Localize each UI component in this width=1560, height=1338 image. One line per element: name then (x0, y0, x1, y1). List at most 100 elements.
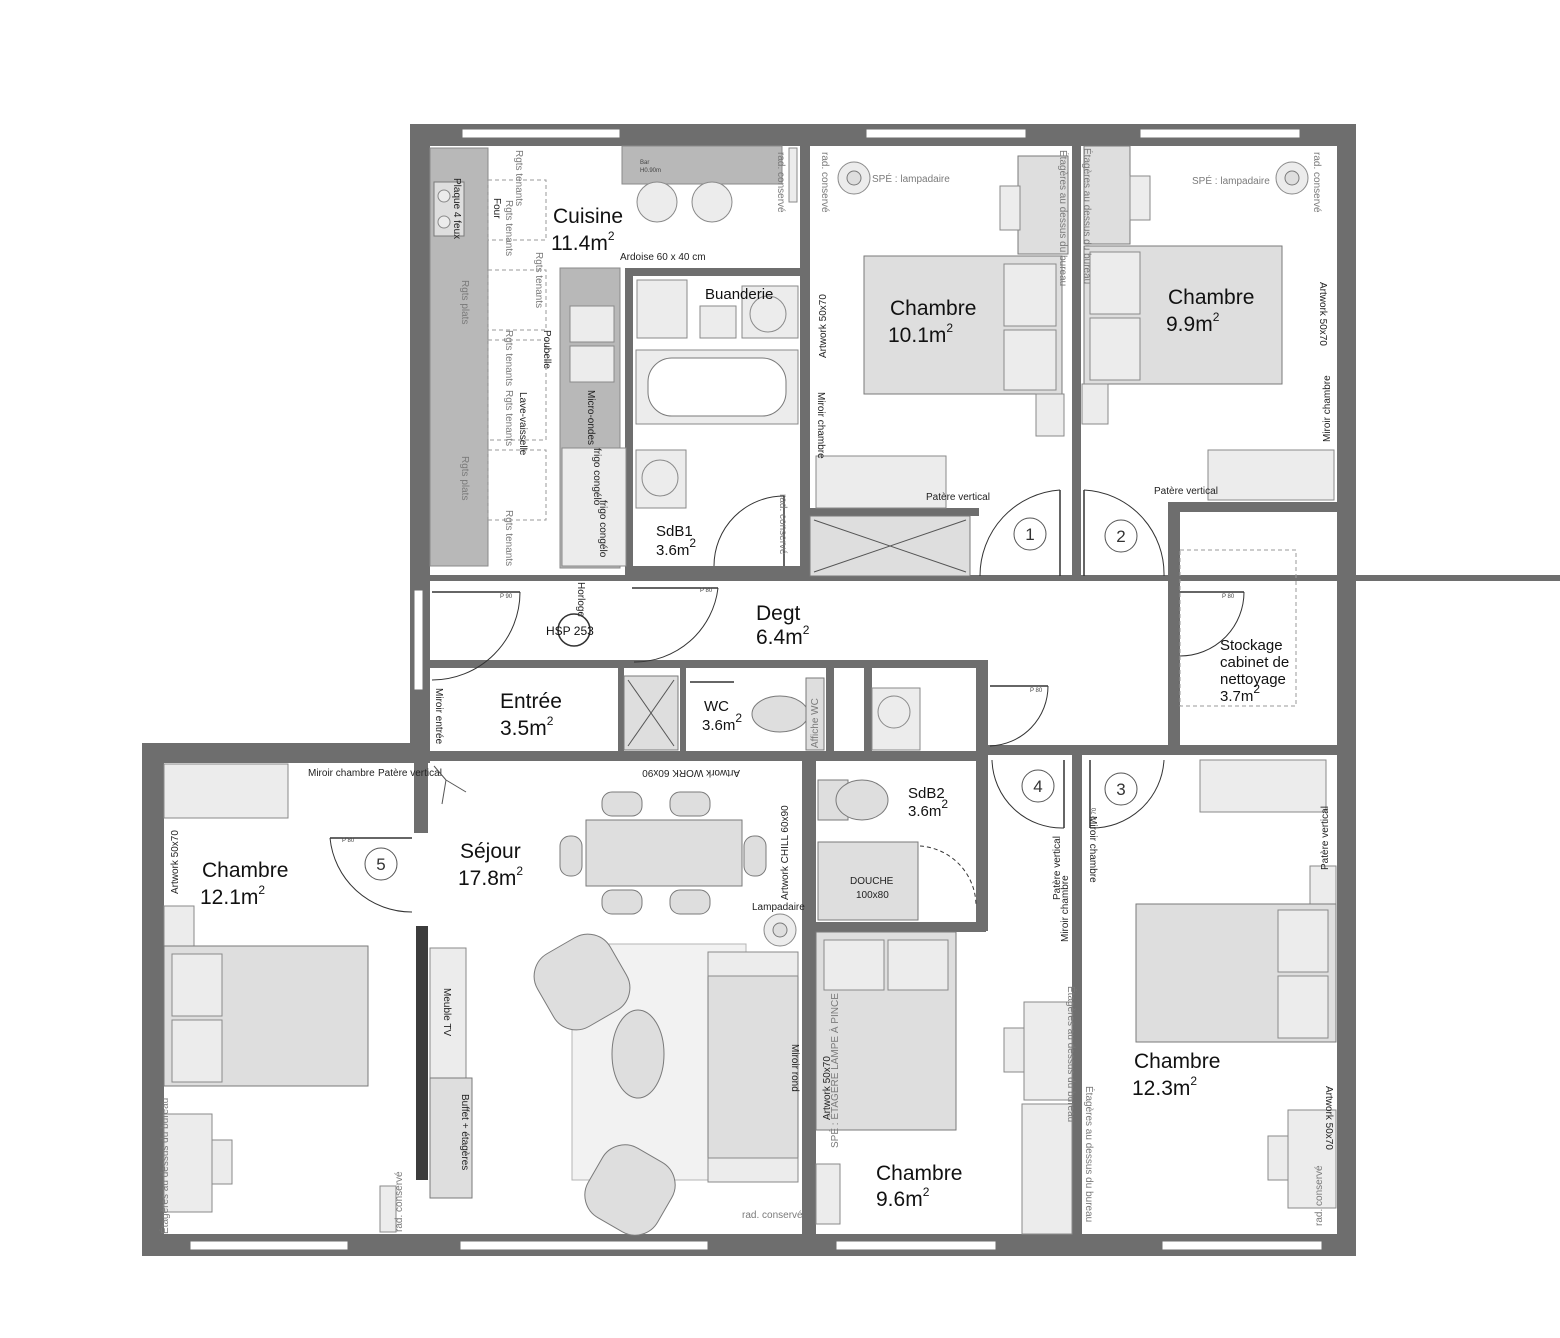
hsp-label: HSP 253 (546, 624, 594, 638)
chambre5-area: 12.1m2 (200, 883, 265, 909)
kitchen-furniture: Bar H0.90m Plaque 4 feux Four Rgts tenan… (429, 145, 798, 617)
door-tag-chambre5: P 80 (342, 838, 355, 844)
hsp-marker (557, 613, 591, 647)
wc-affiche-label: Affiche WC (810, 698, 821, 748)
buanderie-name: Buanderie (705, 286, 773, 303)
wc-area: 3.6m2 (702, 711, 742, 734)
stockage-line3: nettoyage (1220, 671, 1286, 688)
bar-label: Bar (640, 160, 649, 166)
kitchen-four-label: Four (491, 198, 502, 219)
door-tag-entree: P 90 (500, 594, 513, 600)
sejour-rad-label: rad. conservé (742, 1210, 803, 1221)
chambre3-name: Chambre (1134, 1050, 1220, 1073)
chambre4-name: Chambre (876, 1162, 962, 1185)
stockage-line2: cabinet de (1220, 654, 1289, 671)
chambre2-artwork-label: Artwork 50x70 (1317, 282, 1328, 346)
degt-area: 6.4m2 (756, 623, 810, 649)
door-numbers: 1 2 3 4 5 (364, 517, 1138, 881)
chambre5-etageres-label: Étagères au dessus du bureau (158, 1098, 171, 1234)
kitchen-micro-ondes-label: Micro-ondes (585, 390, 596, 445)
chambre4-miroir-label: Miroir chambre (1060, 875, 1071, 942)
kitchen-rgts-tenants-label-5: Rgts tenants (503, 390, 514, 446)
kitchen-ardoise-label: Ardoise 60 x 40 cm (620, 252, 706, 263)
chambre3-patere-label: Patère vertical (1320, 806, 1331, 870)
chambre3-miroir-label: Miroir chambre (1087, 816, 1098, 883)
door-tag-sdb2: P 80 (1030, 688, 1043, 694)
kitchen-rad-label: rad. conservé (775, 152, 786, 213)
sdb2-area: 3.6m2 (908, 797, 948, 820)
chambre1-artwork-label: Artwork 50x70 (818, 294, 829, 358)
chambre3-area: 12.3m2 (1132, 1074, 1197, 1100)
douche-dim-label: 100x80 (856, 890, 889, 901)
kitchen-rgts-tenants-label-1: Rgts tenants (513, 150, 524, 206)
chambre2-name: Chambre (1168, 286, 1254, 309)
chambre2-furniture: SPÉ : lampadaire rad. conservé Étagères … (1081, 145, 1335, 501)
door-number-4: 4 (1033, 777, 1042, 796)
kitchen-horloge-label: Horloge (575, 582, 586, 617)
chambre4-furniture: SPÉ : ÉTAGÈRE LAMPE À PINCE Artwork 50x7… (815, 836, 1078, 1235)
chambre2-area: 9.9m2 (1166, 310, 1220, 336)
door-number-1: 1 (1025, 525, 1034, 544)
door-tag-degt: P 80 (700, 588, 713, 594)
sejour-area: 17.8m2 (458, 864, 523, 890)
sejour-meuble-tv-label: Meuble TV (441, 988, 452, 1037)
sejour-miroir-rond-label: Miroir rond (789, 1044, 800, 1092)
chambre1-furniture: SPÉ : lampadaire rad. conservé Étagères … (809, 150, 1070, 577)
door-number-3: 3 (1116, 780, 1125, 799)
chambre4-etageres-label: Étagères au dessus du bureau (1065, 986, 1078, 1122)
sejour-furniture: Artwork WORK 60x90 Artwork CHILL 60x90 L… (429, 765, 805, 1236)
chambre1-area: 10.1m2 (888, 321, 953, 347)
buanderie-furniture (636, 279, 799, 339)
chambre2-miroir-label: Miroir chambre (1322, 375, 1333, 442)
wc-name: WC (704, 698, 729, 715)
interior-walls (414, 146, 1560, 1239)
chambre4-spe-label: SPÉ : ÉTAGÈRE LAMPE À PINCE (828, 993, 841, 1148)
exterior-walls (142, 124, 1356, 1256)
chambre5-miroir-label: Miroir chambre (308, 768, 375, 779)
chambre1-name: Chambre (890, 297, 976, 320)
chambre4-artwork-label: Artwork 50x70 (822, 1056, 833, 1120)
kitchen-rgts-tenants-label-6: Rgts tenants (503, 510, 514, 566)
chambre2-spe-label: SPÉ : lampadaire (1192, 174, 1270, 187)
kitchen-frigo-label-1: frigo congélo (591, 448, 602, 506)
chambre2-etageres-label: Étagères au dessus du bureau (1081, 148, 1094, 284)
sdb1-area: 3.6m2 (656, 536, 696, 559)
sejour-buffet-label: Buffet + étagères (459, 1094, 470, 1170)
sejour-lampadaire-label: Lampadaire (752, 902, 805, 913)
chambre1-etageres-label: Étagères au dessus du bureau (1057, 150, 1070, 286)
windows (189, 128, 1323, 1251)
sdb1-name: SdB1 (656, 523, 693, 540)
kitchen-rgts-tenants-label-2: Rgts tenants (503, 200, 514, 256)
chambre5-name: Chambre (202, 859, 288, 882)
chambre1-patere-label: Patère vertical (926, 492, 990, 503)
sdb2-furniture: DOUCHE 100x80 (817, 687, 921, 921)
chambre5-rad-label: rad. conservé (394, 1171, 405, 1232)
door-tag-chambre3: P 70 (1092, 807, 1098, 820)
entree-miroir-label: Miroir entrée (433, 688, 444, 745)
stockage-line1: Stockage (1220, 637, 1283, 654)
chambre1-rad-label: rad. conservé (819, 152, 830, 213)
chambre1-spe-label: SPÉ : lampadaire (872, 172, 950, 185)
bar-height-label: H0.90m (640, 168, 661, 174)
sdb1-furniture: rad. conservé (635, 349, 799, 555)
sejour-name: Séjour (460, 840, 521, 863)
douche-label: DOUCHE (850, 876, 894, 887)
kitchen-rgts-tenants-label-3: Rgts tenants (533, 252, 544, 308)
chambre3-artwork-label: Artwork 50x70 (1323, 1086, 1334, 1150)
chambre1-miroir-label: Miroir chambre (815, 392, 826, 459)
sdb2-name: SdB2 (908, 785, 945, 802)
degt-name: Degt (756, 602, 801, 625)
chambre3-etageres-label: Étagères au dessus du bureau (1083, 1086, 1096, 1222)
sejour-artwork-chill-label: Artwork CHILL 60x90 (780, 805, 791, 900)
wc-furniture: Affiche WC (623, 675, 825, 751)
cuisine-area: 11.4m2 (551, 229, 615, 255)
door-number-5: 5 (376, 855, 385, 874)
chambre4-patere-label: Patère vertical (1052, 836, 1063, 900)
chambre5-furniture: Artwork 50x70 Miroir chambre Patère vert… (158, 763, 442, 1234)
kitchen-lave-vaisselle-label: Lave-vaisselle (517, 392, 528, 456)
sejour-artwork-work-label: Artwork WORK 60x90 (642, 767, 740, 778)
kitchen-poubelle-label: Poubelle (541, 330, 552, 369)
cuisine-name: Cuisine (553, 205, 623, 228)
sdb1-rad-label: rad. conservé (777, 494, 788, 555)
